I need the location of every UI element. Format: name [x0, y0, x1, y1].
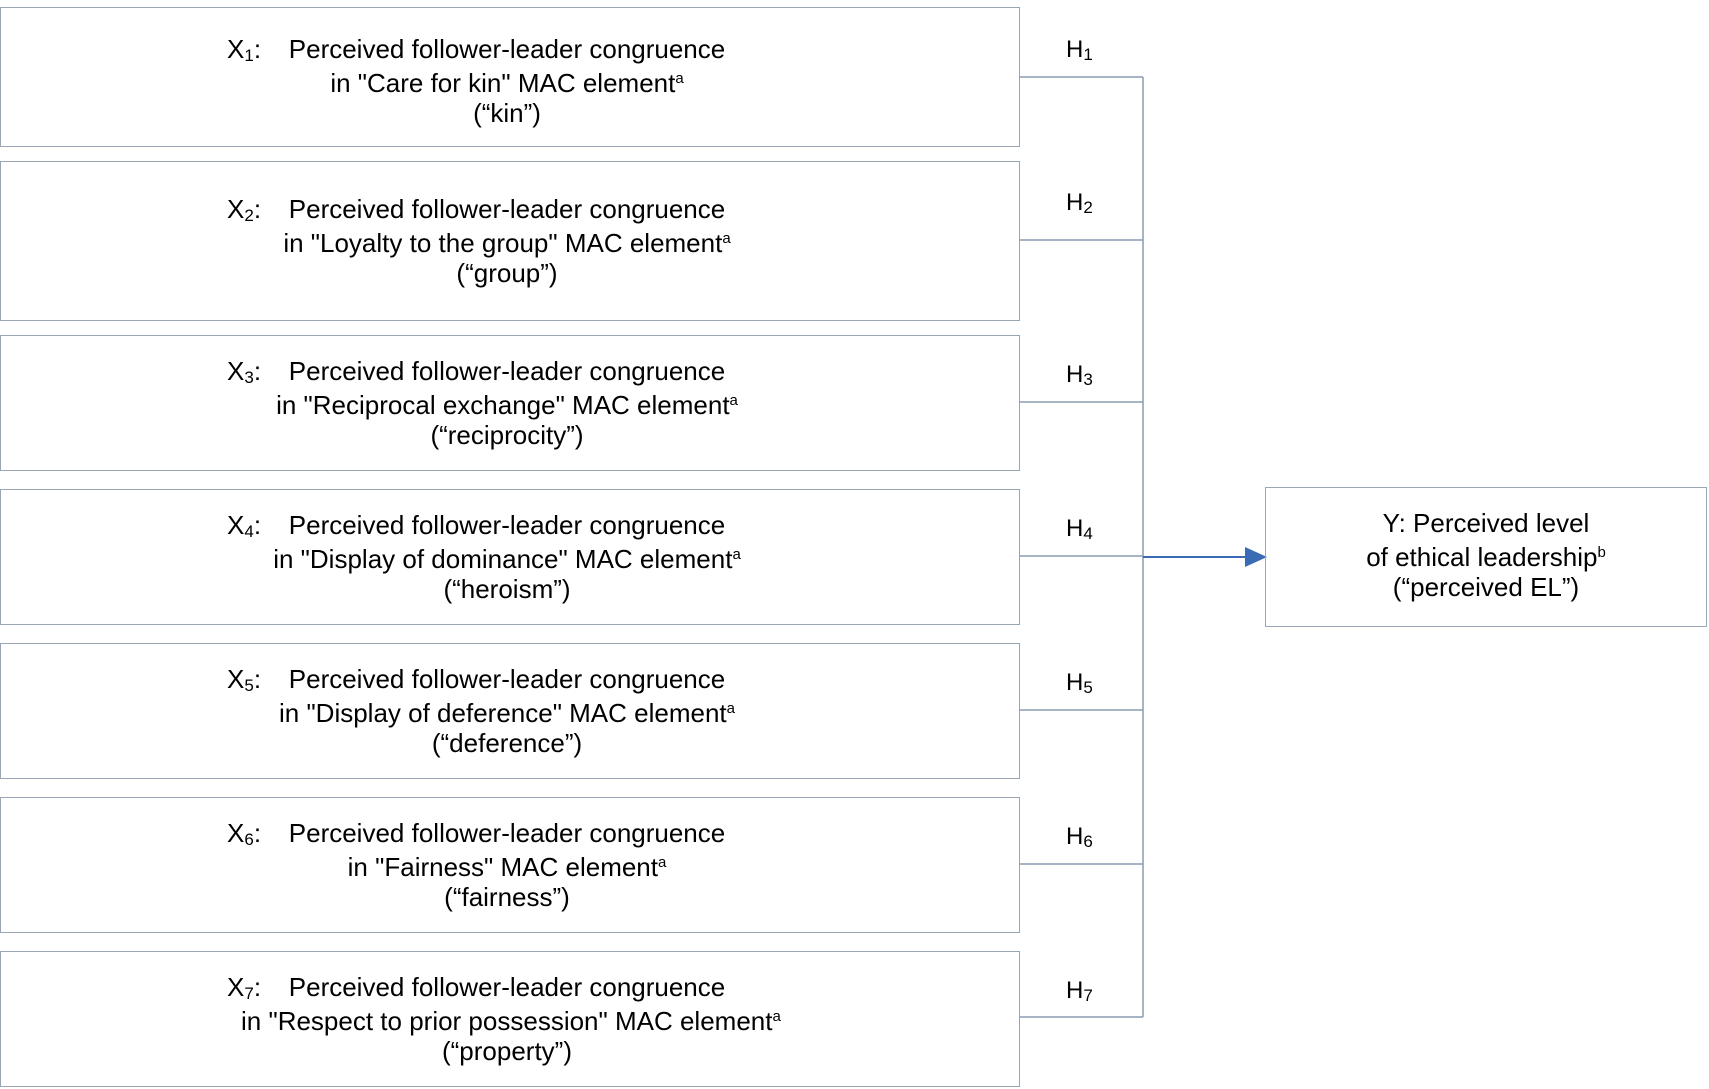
- predictor-text-6: Perceived follower-leader congruence in …: [288, 818, 726, 912]
- predictor-label-7: X7:: [227, 972, 262, 1003]
- predictor-text-4: Perceived follower-leader congruence in …: [273, 510, 741, 604]
- predictor-text-7: Perceived follower-leader congruence in …: [241, 972, 781, 1066]
- predictor-label-2: X2:: [227, 194, 262, 225]
- hypothesis-label-6: H6: [1066, 823, 1093, 851]
- predictor-text-1: Perceived follower-leader congruence in …: [288, 34, 726, 128]
- predictor-box-3: X3: Perceived follower-leader congruence…: [0, 335, 1020, 471]
- predictor-box-7: X7: Perceived follower-leader congruence…: [0, 951, 1020, 1087]
- hypothesis-label-5: H5: [1066, 669, 1093, 697]
- hypothesis-label-7: H7: [1066, 977, 1093, 1005]
- predictor-box-2: X2: Perceived follower-leader congruence…: [0, 161, 1020, 321]
- predictor-box-1: X1: Perceived follower-leader congruence…: [0, 7, 1020, 147]
- predictor-label-5: X5:: [227, 664, 262, 695]
- predictor-label-3: X3:: [227, 356, 262, 387]
- predictor-label-1: X1:: [227, 34, 262, 65]
- outcome-text: Y: Perceived level of ethical leadership…: [1366, 508, 1606, 602]
- predictor-text-2: Perceived follower-leader congruence in …: [283, 194, 731, 288]
- arrow-head: [1245, 547, 1267, 567]
- predictor-label-6: X6:: [227, 818, 262, 849]
- hypothesis-label-2: H2: [1066, 189, 1093, 217]
- predictor-text-5: Perceived follower-leader congruence in …: [278, 664, 735, 758]
- predictor-box-6: X6: Perceived follower-leader congruence…: [0, 797, 1020, 933]
- predictor-label-4: X4:: [227, 510, 262, 541]
- outcome-box: Y: Perceived level of ethical leadership…: [1265, 487, 1707, 627]
- hypothesis-label-1: H1: [1066, 36, 1093, 64]
- predictor-text-3: Perceived follower-leader congruence in …: [276, 356, 738, 450]
- hypothesis-label-4: H4: [1066, 515, 1093, 543]
- hypothesis-label-3: H3: [1066, 361, 1093, 389]
- predictor-box-4: X4: Perceived follower-leader congruence…: [0, 489, 1020, 625]
- predictor-box-5: X5: Perceived follower-leader congruence…: [0, 643, 1020, 779]
